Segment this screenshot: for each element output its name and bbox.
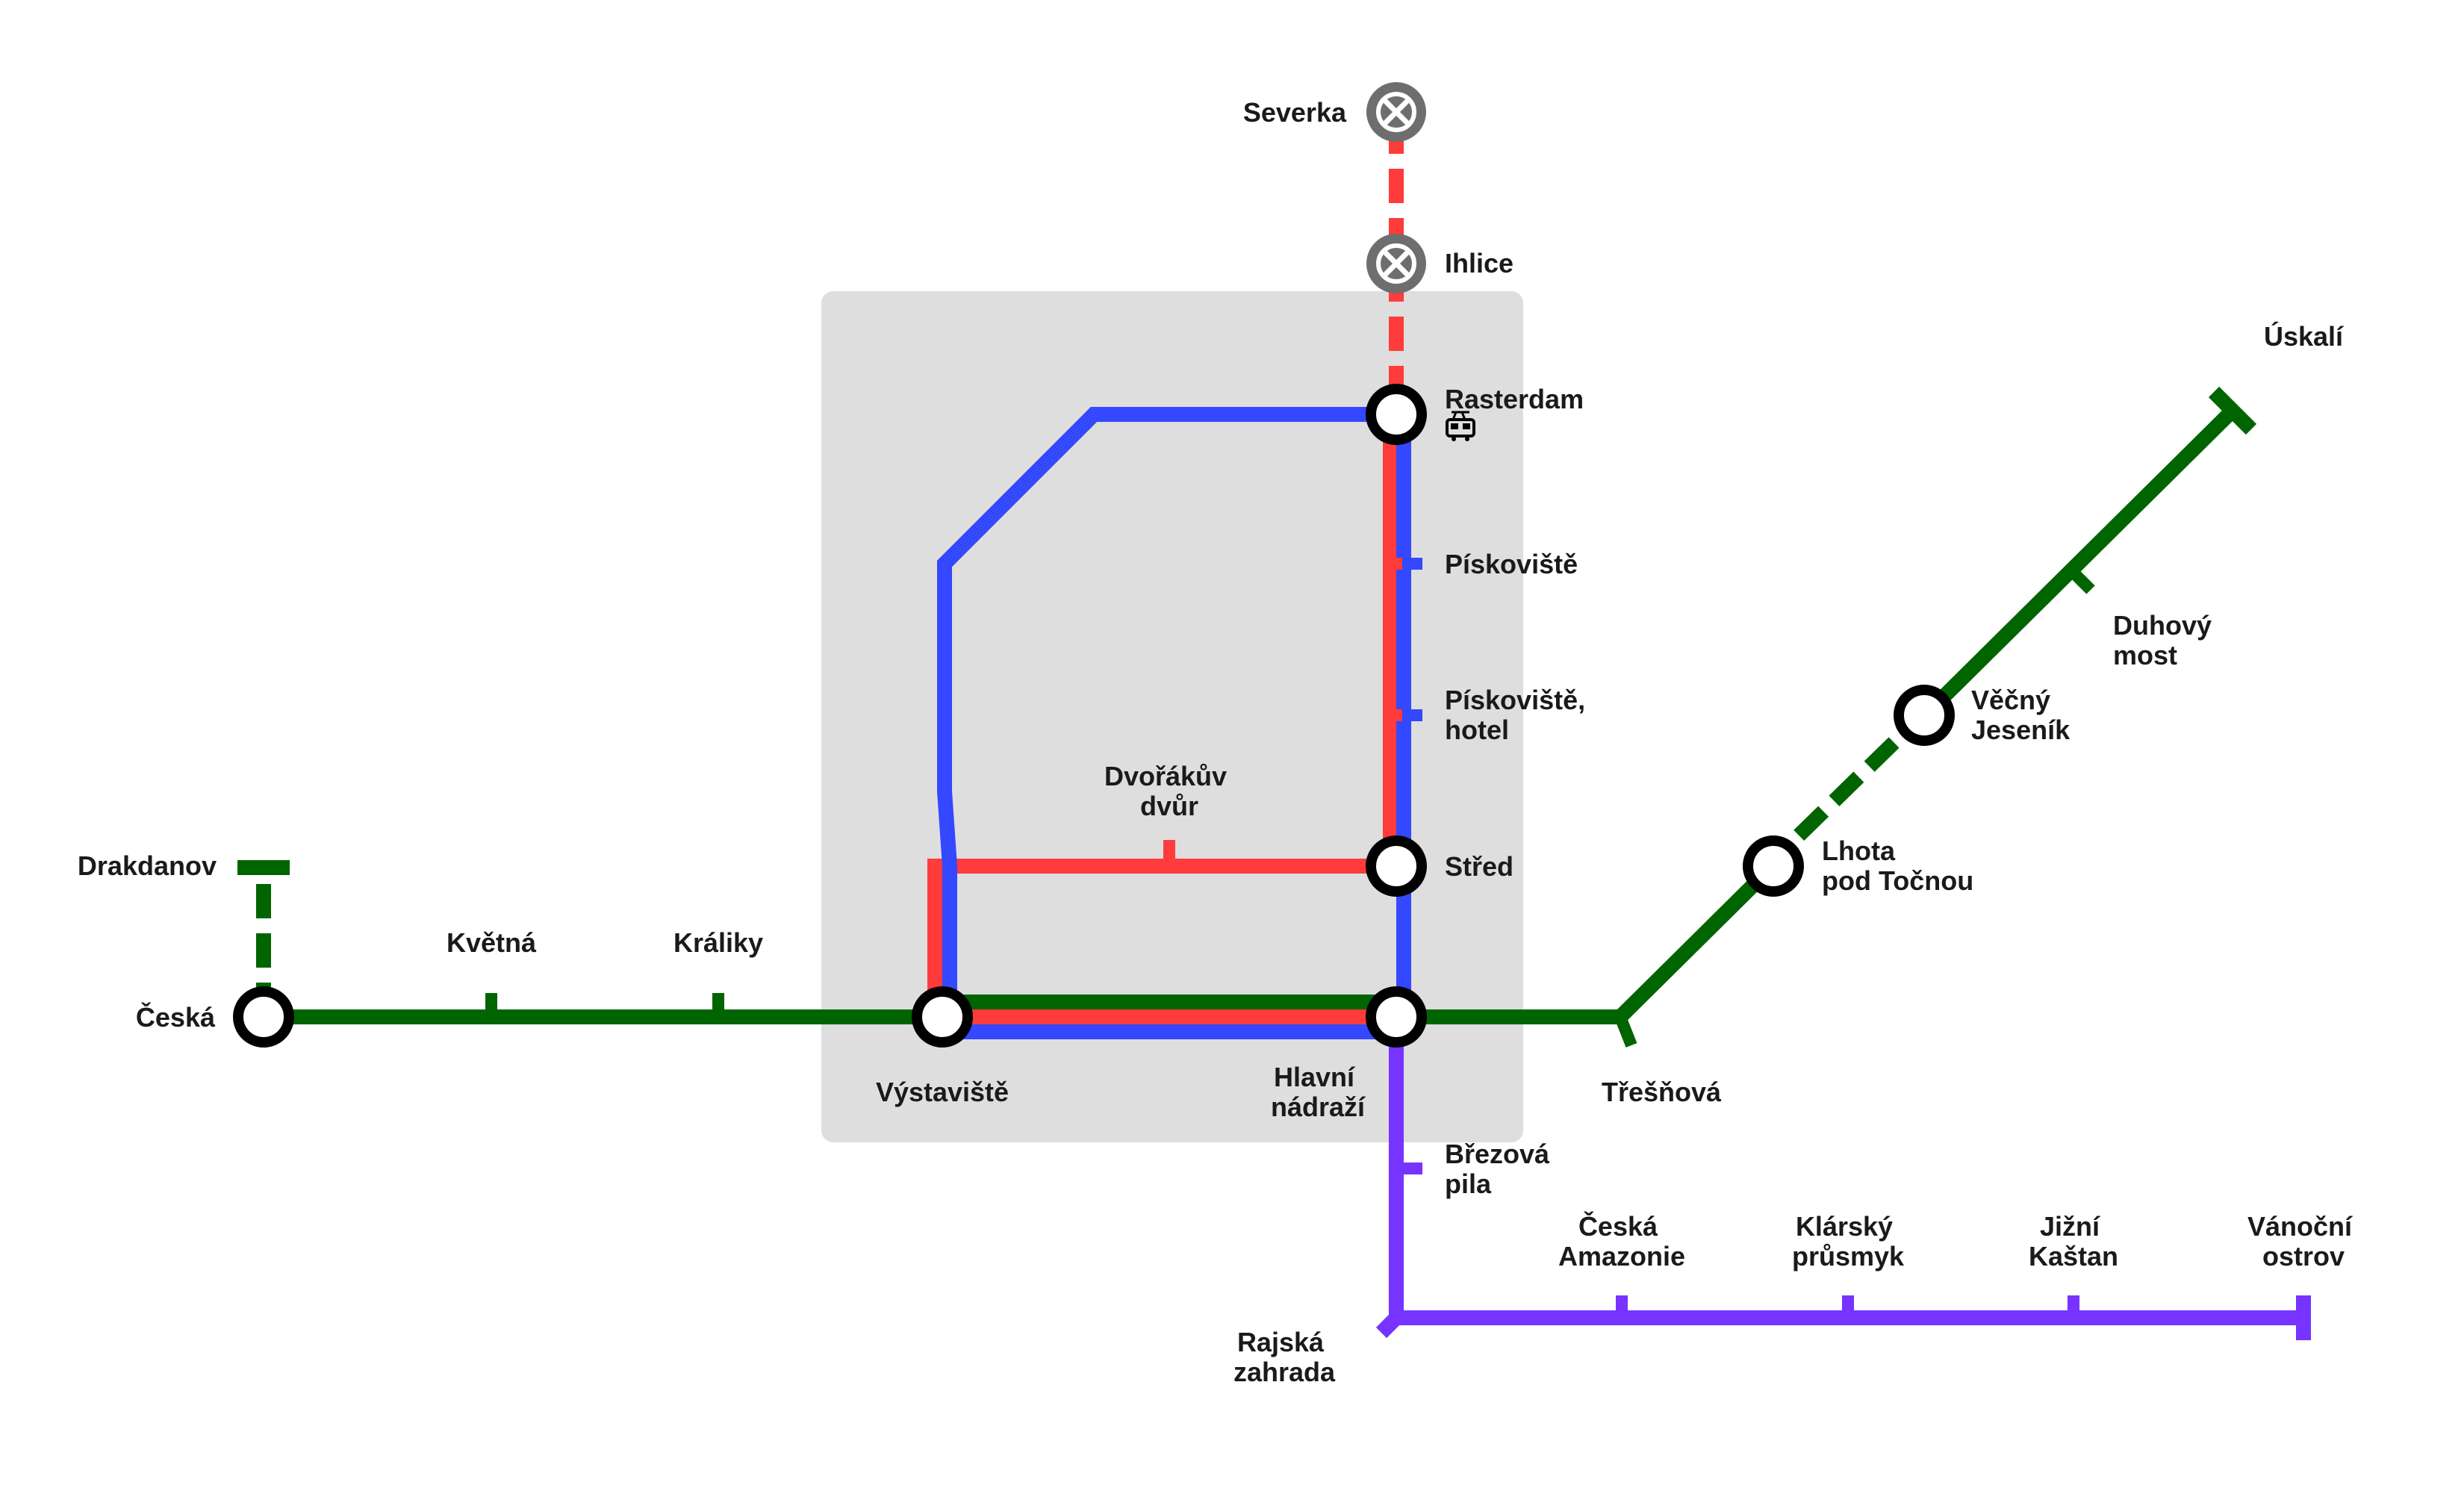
purple-line xyxy=(1375,1034,2303,1339)
station-vystaviste xyxy=(912,986,973,1048)
label-ceska-amazonie: Česká Amazonie xyxy=(1558,1210,1685,1272)
label-rajska-zahrada: Rajská zahrada xyxy=(1233,1327,1336,1387)
label-ihlice: Ihlice xyxy=(1445,248,1513,278)
label-hlavni-nadrazi: Hlavní nádraží xyxy=(1271,1062,1366,1122)
label-lhota: Lhota pod Točnou xyxy=(1822,835,1973,896)
label-ceska: Česká xyxy=(136,1001,216,1033)
label-drakdanov: Drakdanov xyxy=(78,850,217,881)
tram-icon xyxy=(1446,411,1475,441)
closed-station-icon xyxy=(1366,82,1426,142)
closed-station-icon xyxy=(1366,234,1426,293)
label-duhovy-most: Duhový most xyxy=(2113,610,2219,670)
label-severka: Severka xyxy=(1243,97,1347,128)
label-brezova-pila: Březová pila xyxy=(1445,1139,1557,1199)
label-uskali: Úskalí xyxy=(2264,320,2344,352)
label-piskoviste-hotel: Pískoviště, hotel xyxy=(1445,685,1593,745)
station-ceska xyxy=(233,986,294,1048)
label-kvetna: Květná xyxy=(447,927,537,958)
label-dvorakuv-dvur: Dvořákův dvůr xyxy=(1104,761,1234,821)
station-lhota xyxy=(1743,835,1804,897)
blue-line xyxy=(937,407,1411,1039)
station-vecny-jesenik xyxy=(1894,685,1955,746)
label-rasterdam: Rasterdam xyxy=(1445,384,1584,414)
station-labels: Severka Ihlice Rasterdam Pískoviště Písk… xyxy=(78,97,2359,1387)
label-jizni-kastan: Jižní Kaštan xyxy=(2029,1211,2118,1272)
terminus-bars xyxy=(237,386,2311,1340)
station-tick-duhovy-most xyxy=(2068,567,2095,594)
station-rasterdam xyxy=(1366,384,1427,445)
label-klarsky-prusmyk: Klárský průsmyk xyxy=(1792,1211,1905,1272)
station-hlavni-nadrazi xyxy=(1366,986,1427,1048)
label-stred: Střed xyxy=(1445,851,1513,882)
label-vecny-jesenik: Věčný Jeseník xyxy=(1971,685,2071,745)
label-kraliky: Králiky xyxy=(673,927,763,958)
label-vystaviste: Výstaviště xyxy=(876,1077,1009,1107)
station-stred xyxy=(1366,835,1427,897)
tick-stations xyxy=(485,558,2095,1318)
interchange-stations xyxy=(233,384,1955,1048)
label-vanocni-ostrov: Vánoční ostrov xyxy=(2247,1211,2359,1272)
label-tresnova: Třešňová xyxy=(1602,1077,1722,1107)
station-tick-tresnova xyxy=(1614,1015,1637,1048)
label-piskoviste: Pískoviště xyxy=(1445,549,1578,579)
